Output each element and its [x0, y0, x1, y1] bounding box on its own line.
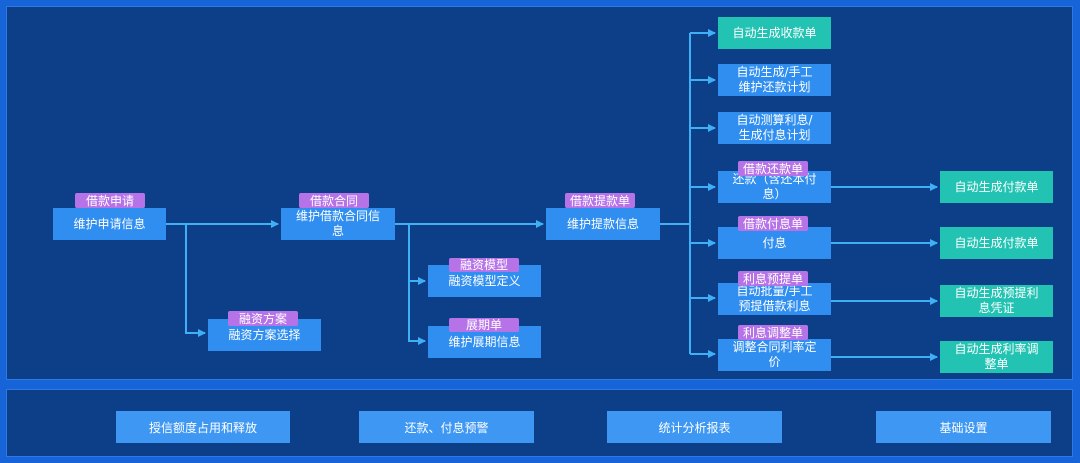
apply-tag: 借款申请 — [75, 193, 145, 208]
process-panel — [6, 6, 1073, 380]
function-repayment-alert: 还款、付息预警 — [359, 411, 534, 443]
contract-tag: 借款合同 — [299, 193, 369, 208]
branch-b4-tag: 借款还款单 — [738, 161, 808, 176]
branch-b5-box: 付息 — [718, 227, 831, 259]
branch-b1-box: 自动生成收款单 — [718, 17, 831, 49]
draw-tag: 借款提款单 — [565, 193, 635, 208]
function-credit-limit: 授信额度占用和释放 — [116, 411, 290, 443]
function-basic-settings: 基础设置 — [876, 411, 1051, 443]
branch-b6-tag: 利息预提单 — [738, 271, 808, 286]
branch-b5-result: 自动生成付款单 — [940, 227, 1053, 259]
contract-box: 维护借款合同信 息 — [281, 208, 395, 240]
function-statistics-report: 统计分析报表 — [607, 411, 782, 443]
draw-box: 维护提款信息 — [546, 208, 660, 240]
branch-b4-result: 自动生成付款单 — [940, 171, 1053, 203]
branch-b7-tag: 利息调整单 — [738, 325, 808, 340]
extension-tag: 展期单 — [449, 318, 519, 332]
branch-b2-box: 自动生成/手工 维护还款计划 — [718, 64, 831, 96]
branch-b6-result: 自动生成预提利 息凭证 — [940, 285, 1053, 317]
branch-b7-result: 自动生成利率调 整单 — [940, 341, 1053, 373]
branch-b5-tag: 借款付息单 — [738, 216, 808, 231]
branch-b6-box: 自动批量/手工 预提借款利息 — [718, 283, 831, 315]
branch-b3-box: 自动测算利息/ 生成付息计划 — [718, 112, 831, 144]
plan-tag: 融资方案 — [228, 311, 298, 326]
model-tag: 融资模型 — [449, 258, 519, 272]
branch-b4-box: 还款（含还本付 息） — [718, 171, 831, 203]
apply-box: 维护申请信息 — [53, 208, 166, 240]
branch-b7-box: 调整合同利率定 价 — [718, 339, 831, 371]
